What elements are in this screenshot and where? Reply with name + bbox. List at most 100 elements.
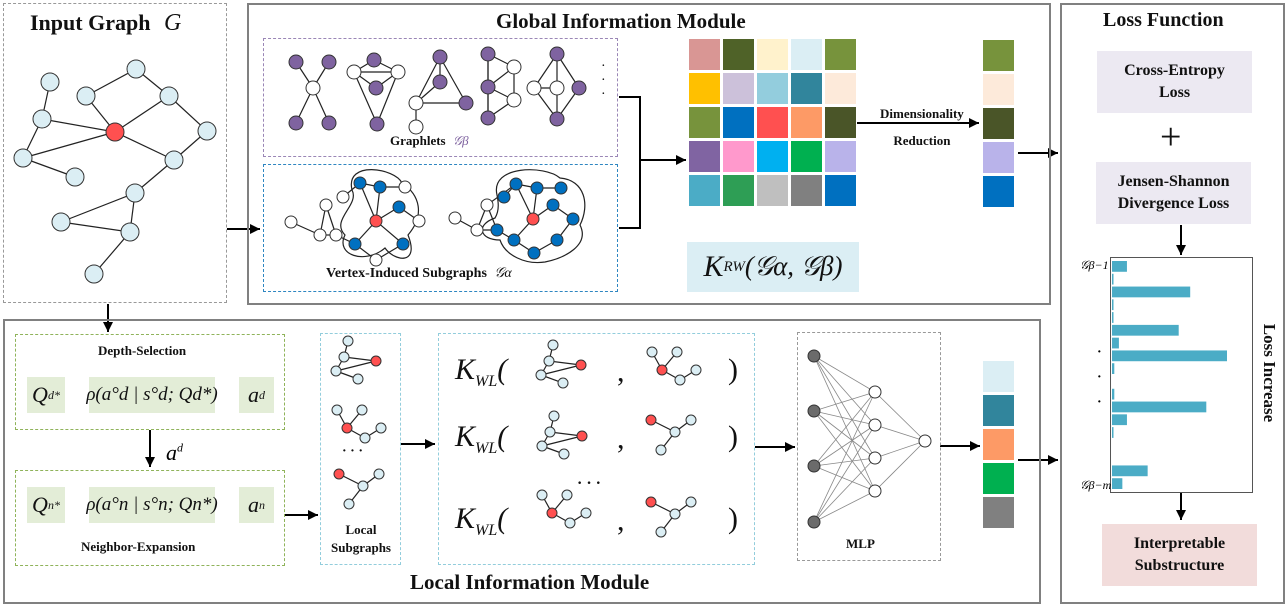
local-subgraph-c-node	[333, 468, 345, 480]
wl-comma-2: ,	[617, 422, 625, 455]
graphlet-3-node	[408, 95, 424, 111]
subgraph-2-node	[490, 223, 504, 237]
depth-q: Q	[32, 382, 48, 407]
input-graph-node	[51, 212, 71, 232]
wl-graph-3a-node	[546, 507, 558, 519]
mlp-edge	[813, 391, 876, 467]
depth-selection-title: Depth-Selection	[98, 343, 187, 358]
graphlet-2-node	[346, 64, 362, 80]
result-line2: Substructure	[1134, 557, 1225, 574]
graphlet-5-node	[549, 111, 565, 127]
matrix-cell	[722, 72, 755, 105]
graphlet-5-node	[526, 80, 542, 96]
graphlet-5-node	[571, 80, 587, 96]
arrow-depth-to-neighbor-head	[145, 457, 155, 467]
output-vector-cell	[982, 394, 1015, 427]
matrix-cell	[824, 140, 857, 173]
subgraph-2-node	[550, 233, 564, 247]
wl-graph-2a-edge	[541, 435, 583, 447]
local-subgraph-c-node	[357, 480, 369, 492]
mlp-hidden-node	[868, 385, 882, 399]
mlp-hidden-node	[868, 451, 882, 465]
wl-graph-3a-node	[564, 517, 576, 529]
js-line1: Jensen-Shannon	[1117, 173, 1230, 190]
matrix-cell	[756, 38, 789, 71]
matrix-cell	[688, 72, 721, 105]
mlp-panel	[797, 332, 941, 561]
graphlet-1-node	[321, 54, 337, 70]
input-graph-node	[120, 222, 140, 242]
input-graph-node	[32, 109, 52, 129]
depth-action-arrow-label: ad	[166, 440, 183, 466]
loss-bar	[1112, 286, 1191, 298]
graphlet-5-node	[549, 46, 565, 62]
graphlet-3-edge	[415, 56, 441, 104]
js-line2: Divergence Loss	[1117, 195, 1230, 212]
loss-bar	[1112, 312, 1114, 323]
arrow-local-to-loss-head	[1048, 455, 1058, 465]
input-graph-node	[84, 264, 104, 284]
mlp-label: MLP	[846, 536, 875, 551]
depth-q-sup: d*	[47, 387, 60, 402]
subgraph-2-node	[509, 177, 523, 191]
wl-k-1: K	[455, 353, 476, 386]
graphlet-4-node	[506, 59, 522, 75]
local-subgraphs-line2: Subgraphs	[331, 540, 391, 555]
mlp-output-node	[918, 434, 932, 448]
local-subgraph-c-node	[343, 498, 355, 510]
neighbor-policy: ρ(a°n | s°n; Qn*)	[86, 494, 218, 515]
interpretable-substructure-box: Interpretable Substructure	[1102, 524, 1257, 586]
subgraph-1-node	[319, 198, 333, 212]
subgraph-1-node	[369, 214, 383, 228]
wl-ellipsis: · · ·	[577, 475, 602, 492]
subgraph-outline-1	[340, 169, 420, 259]
subgraph-1-node	[398, 180, 412, 194]
wl-graph-2a-node	[548, 410, 560, 422]
subgraph-1-node	[336, 190, 350, 204]
local-subgraph-a-node	[352, 373, 364, 385]
neighbor-expansion-panel	[15, 470, 285, 566]
mlp-edge	[813, 410, 876, 492]
graphlet-2-node	[368, 80, 384, 96]
wl-close-2: )	[728, 420, 738, 453]
subgraphs-label-text: Vertex-Induced Subgraphs	[326, 266, 487, 281]
arrow-input-to-global-head	[250, 224, 260, 234]
wl-graph-1a-node	[557, 377, 569, 389]
subgraph-1-node	[412, 214, 426, 228]
arrow-neighbor-to-local-subgraphs-head	[308, 510, 318, 520]
matrix-cell	[824, 72, 857, 105]
wl-graph-3a-node	[561, 489, 573, 501]
input-graph-edge	[114, 95, 170, 133]
wl-comma-1: ,	[617, 355, 625, 388]
matrix-cell	[790, 106, 823, 139]
wl-graph-2a-node	[558, 448, 570, 460]
matrix-cell	[824, 174, 857, 207]
loss-bar	[1112, 388, 1115, 400]
reduced-vector-cell	[982, 175, 1015, 208]
local-subgraph-b-node	[331, 404, 343, 416]
neighbor-q-sup: n*	[47, 497, 60, 512]
cross-entropy-line1: Cross-Entropy	[1124, 62, 1225, 79]
graphlet-3-node	[458, 95, 474, 111]
input-graph-node	[76, 86, 96, 106]
mlp-edge	[813, 457, 876, 467]
wl-graph-1a-node	[575, 359, 587, 371]
graphlet-3-node	[432, 74, 448, 90]
arrow-wl-to-mlp-head	[785, 442, 795, 452]
local-subgraph-b-node	[359, 432, 371, 444]
graphlet-1-node	[288, 54, 304, 70]
js-divergence-loss-box: Jensen-Shannon Divergence Loss	[1096, 162, 1251, 224]
graphlet-2-node	[366, 52, 382, 68]
input-graph-node	[126, 59, 146, 79]
local-subgraph-a-node	[330, 365, 342, 377]
wl-graph-2b-node	[655, 444, 667, 456]
subgraphs-label: Vertex-Induced Subgraphs 𝒢α	[326, 266, 512, 282]
subgraph-1-node	[284, 215, 298, 229]
local-subgraphs-panel	[320, 333, 401, 565]
wl-graph-3a-node	[536, 489, 548, 501]
input-graph-panel	[3, 3, 227, 303]
